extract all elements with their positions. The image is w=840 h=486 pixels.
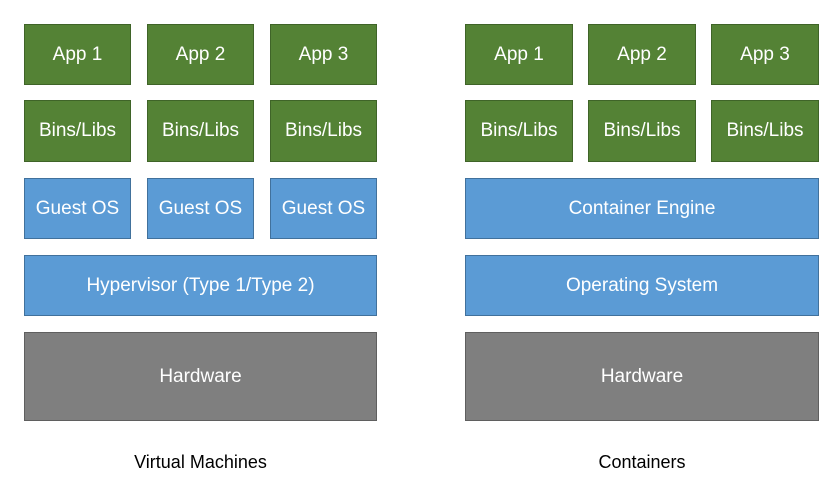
vm-app-box: App 3 — [270, 24, 377, 85]
vm-hypervisor-box: Hypervisor (Type 1/Type 2) — [24, 255, 377, 316]
vm-caption: Virtual Machines — [134, 452, 267, 472]
containers-caption: Containers — [598, 452, 686, 472]
container-bins-libs-box: Bins/Libs — [711, 100, 819, 162]
vm-bins-libs-box: Bins/Libs — [24, 100, 131, 162]
vm-app-box: App 1 — [24, 24, 131, 85]
vm-hardware-box: Hardware — [24, 332, 377, 421]
container-hardware-box: Hardware — [465, 332, 819, 421]
operating-system-box: Operating System — [465, 255, 819, 316]
vm-bins-libs-box: Bins/Libs — [270, 100, 377, 162]
vm-guest-os-box: Guest OS — [24, 178, 131, 239]
vm-bins-libs-box: Bins/Libs — [147, 100, 254, 162]
vm-app-box: App 2 — [147, 24, 254, 85]
container-engine-box: Container Engine — [465, 178, 819, 239]
container-app-box: App 1 — [465, 24, 573, 85]
vm-guest-os-box: Guest OS — [147, 178, 254, 239]
container-app-box: App 2 — [588, 24, 696, 85]
container-bins-libs-box: Bins/Libs — [465, 100, 573, 162]
vm-guest-os-box: Guest OS — [270, 178, 377, 239]
container-bins-libs-box: Bins/Libs — [588, 100, 696, 162]
container-app-box: App 3 — [711, 24, 819, 85]
